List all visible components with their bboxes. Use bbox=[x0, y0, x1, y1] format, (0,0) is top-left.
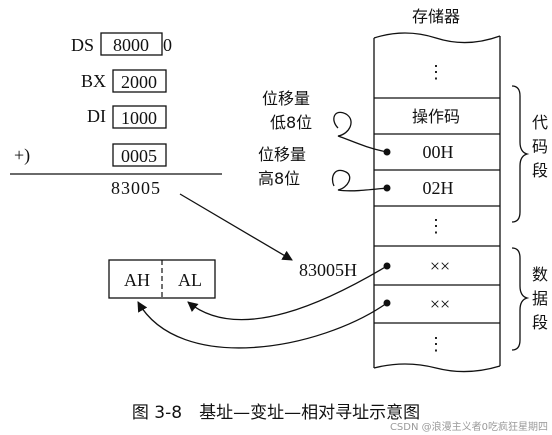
memory-cell-02h: 02H bbox=[423, 178, 454, 198]
memory-cell-00h: 00H bbox=[423, 142, 454, 162]
arrow-memory-to-ah bbox=[137, 301, 388, 349]
memory-top-edge bbox=[373, 32, 501, 44]
arrow-memory-to-al bbox=[187, 265, 388, 321]
memory-column: 存储器 ⋮ 操作码 00H 02H ⋮ ×× ×× ⋮ 83005H bbox=[299, 7, 501, 373]
arrows bbox=[137, 193, 388, 349]
register-di-value: 1000 bbox=[121, 108, 157, 128]
arrow-sum-to-address bbox=[179, 193, 293, 261]
watermark: CSDN @浪漫主义者0吃疯狂星期四 bbox=[390, 420, 548, 433]
plus-sign: +) bbox=[14, 145, 30, 166]
code-seg-char-1: 代 bbox=[532, 113, 548, 132]
code-segment-brace bbox=[511, 85, 530, 223]
register-ds-name: DS bbox=[71, 35, 94, 55]
register-ds-value: 8000 bbox=[113, 35, 149, 55]
data-seg-char-3: 段 bbox=[532, 313, 548, 332]
disp-high-line2: 高8位 bbox=[258, 169, 300, 188]
displacement-value: 0005 bbox=[121, 146, 157, 166]
memory-cell-ellipsis-bottom: ⋮ bbox=[427, 334, 445, 354]
register-ah: AH bbox=[124, 270, 150, 290]
register-block: DS 8000 0 BX 2000 DI 1000 +) 0005 83005 bbox=[10, 32, 222, 198]
figure-caption: 图 3-8 基址—变址—相对寻址示意图 bbox=[132, 403, 420, 423]
register-di-box bbox=[112, 105, 167, 129]
memory-title: 存储器 bbox=[412, 7, 460, 26]
data-seg-char-2: 据 bbox=[532, 289, 548, 308]
code-seg-char-2: 码 bbox=[532, 137, 548, 156]
register-bx-value: 2000 bbox=[121, 72, 157, 92]
register-ds-box bbox=[100, 32, 163, 56]
segment-braces: 代 码 段 数 据 段 bbox=[511, 85, 548, 351]
displacement-box bbox=[112, 143, 167, 167]
register-bx-name: BX bbox=[81, 71, 106, 91]
disp-high-line1: 位移量 bbox=[258, 145, 306, 164]
displacement-annotations: 位移量 低8位 位移量 高8位 bbox=[258, 89, 388, 192]
register-al: AL bbox=[178, 270, 202, 290]
register-ds-suffix: 0 bbox=[163, 35, 172, 55]
memory-cell-ellipsis-mid: ⋮ bbox=[427, 216, 445, 236]
memory-cell-ellipsis-top: ⋮ bbox=[427, 62, 445, 82]
register-di-name: DI bbox=[87, 106, 106, 126]
register-bx-box bbox=[112, 69, 167, 93]
data-segment-brace bbox=[511, 247, 530, 351]
data-seg-char-1: 数 bbox=[532, 265, 548, 284]
memory-cell-xx-1: ×× bbox=[430, 256, 450, 276]
memory-bottom-edge bbox=[373, 363, 501, 373]
sum-value: 83005 bbox=[111, 178, 161, 198]
memory-cell-opcode: 操作码 bbox=[412, 107, 460, 126]
disp-low-line1: 位移量 bbox=[262, 89, 310, 108]
disp-low-line2: 低8位 bbox=[270, 113, 312, 132]
address-label: 83005H bbox=[299, 260, 357, 280]
code-seg-char-3: 段 bbox=[532, 161, 548, 180]
memory-cell-xx-2: ×× bbox=[430, 294, 450, 314]
accumulator-box: AH AL bbox=[108, 259, 216, 299]
